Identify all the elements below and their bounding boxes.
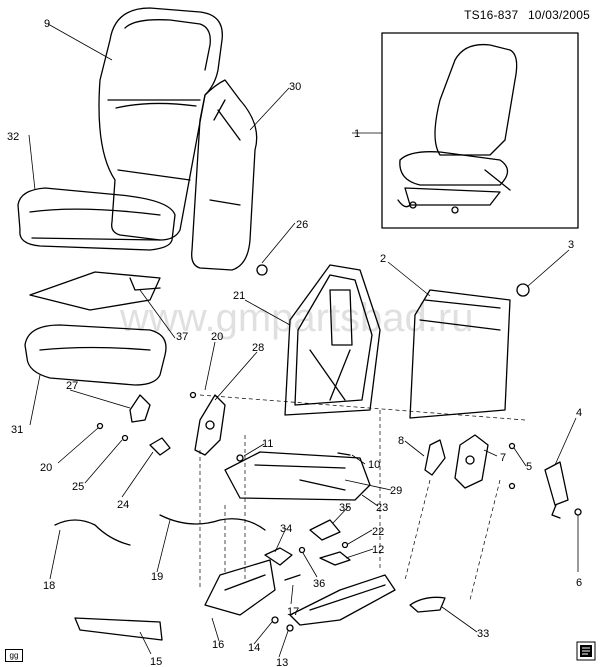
callout-19: 19 bbox=[151, 571, 163, 583]
callout-25: 25 bbox=[72, 481, 84, 493]
callout-22: 22 bbox=[372, 526, 384, 538]
seat-frame-part bbox=[224, 451, 371, 501]
clip-part bbox=[149, 437, 171, 456]
bolt-13-part bbox=[286, 624, 294, 632]
bolt-25-part bbox=[121, 434, 129, 442]
right-bracket-part bbox=[424, 434, 489, 489]
corner-code: gg bbox=[5, 649, 23, 662]
seat-back-pad-part bbox=[409, 289, 511, 419]
alignment-lines bbox=[199, 394, 526, 601]
callout-2: 2 bbox=[380, 253, 386, 265]
bolt-36-part bbox=[298, 546, 306, 554]
motor-part bbox=[309, 519, 341, 541]
callout-4: 4 bbox=[576, 407, 582, 419]
callout-34: 34 bbox=[280, 523, 292, 535]
seat-pan-part bbox=[29, 271, 161, 311]
ring-part bbox=[256, 264, 268, 276]
seat-back-cover-part bbox=[98, 7, 223, 241]
callout-35: 35 bbox=[339, 502, 351, 514]
cable-18-part bbox=[54, 519, 131, 546]
cable-19-part bbox=[159, 514, 266, 531]
callout-18: 18 bbox=[43, 580, 55, 592]
bolt-22-part bbox=[341, 541, 349, 549]
seat-back-frame-part bbox=[284, 264, 381, 416]
spacer-part bbox=[264, 547, 293, 566]
callout-8: 8 bbox=[398, 435, 404, 447]
callout-15: 15 bbox=[150, 656, 162, 667]
callout-28: 28 bbox=[252, 342, 264, 354]
adjuster-track-part bbox=[204, 559, 276, 616]
leader-lines bbox=[28, 23, 579, 658]
bolt-5a-part bbox=[508, 442, 516, 450]
assembled-seat-inset bbox=[381, 32, 579, 229]
callout-13: 13 bbox=[276, 657, 288, 667]
callout-16: 16 bbox=[212, 639, 224, 651]
callout-14: 14 bbox=[248, 642, 260, 654]
callout-1: 1 bbox=[354, 128, 360, 140]
right-track-part bbox=[289, 574, 396, 626]
callout-20a: 20 bbox=[211, 331, 223, 343]
callout-31: 31 bbox=[11, 424, 23, 436]
cushion-pad-part bbox=[24, 324, 167, 386]
callout-23: 23 bbox=[376, 502, 388, 514]
bar-part bbox=[74, 617, 163, 641]
recliner-bracket-part bbox=[129, 394, 226, 456]
bolt-20-part bbox=[189, 391, 197, 399]
callout-11: 11 bbox=[262, 438, 273, 450]
callout-6: 6 bbox=[576, 577, 582, 589]
strap-part bbox=[284, 574, 301, 581]
callout-9: 9 bbox=[44, 18, 50, 30]
callout-21: 21 bbox=[233, 290, 245, 302]
diagram-date: 10/03/2005 bbox=[527, 8, 590, 22]
callout-24: 24 bbox=[117, 499, 129, 511]
callout-37: 37 bbox=[176, 331, 188, 343]
bolt-20b-part bbox=[96, 422, 104, 430]
assembled-seat-part bbox=[397, 43, 518, 214]
callout-12: 12 bbox=[372, 544, 384, 556]
logo-icon bbox=[576, 641, 596, 661]
callout-labels: 1 2 3 4 5 6 7 8 9 10 11 12 13 14 15 16 1… bbox=[7, 18, 582, 667]
callout-20b: 20 bbox=[40, 462, 52, 474]
callout-32: 32 bbox=[7, 131, 19, 143]
diagram-code: TS16-837 bbox=[464, 8, 519, 22]
callout-5: 5 bbox=[526, 461, 532, 473]
bolt-14-part bbox=[271, 616, 279, 624]
callout-3: 3 bbox=[568, 239, 574, 251]
seat-cushion-cover-part bbox=[17, 187, 176, 251]
seat-back-panel-part bbox=[191, 79, 258, 271]
callout-26: 26 bbox=[296, 219, 308, 231]
belt-buckle-part bbox=[544, 461, 569, 519]
callout-36: 36 bbox=[313, 578, 325, 590]
bolt-5b-part bbox=[508, 482, 516, 490]
callout-10: 10 bbox=[368, 459, 380, 471]
callout-27: 27 bbox=[66, 380, 78, 392]
callout-30: 30 bbox=[289, 81, 301, 93]
trim-cover-part bbox=[409, 596, 446, 613]
pad-12-part bbox=[319, 551, 351, 566]
knob-part bbox=[516, 283, 530, 297]
diagram-header: TS16-837 10/03/2005 bbox=[458, 8, 590, 22]
bolt-11-part bbox=[236, 454, 244, 462]
bolt-6-part bbox=[574, 508, 582, 516]
callout-7: 7 bbox=[500, 452, 506, 464]
callout-29: 29 bbox=[390, 485, 402, 497]
callout-17: 17 bbox=[287, 606, 299, 618]
callout-33: 33 bbox=[477, 628, 489, 640]
spring-part bbox=[337, 452, 351, 456]
